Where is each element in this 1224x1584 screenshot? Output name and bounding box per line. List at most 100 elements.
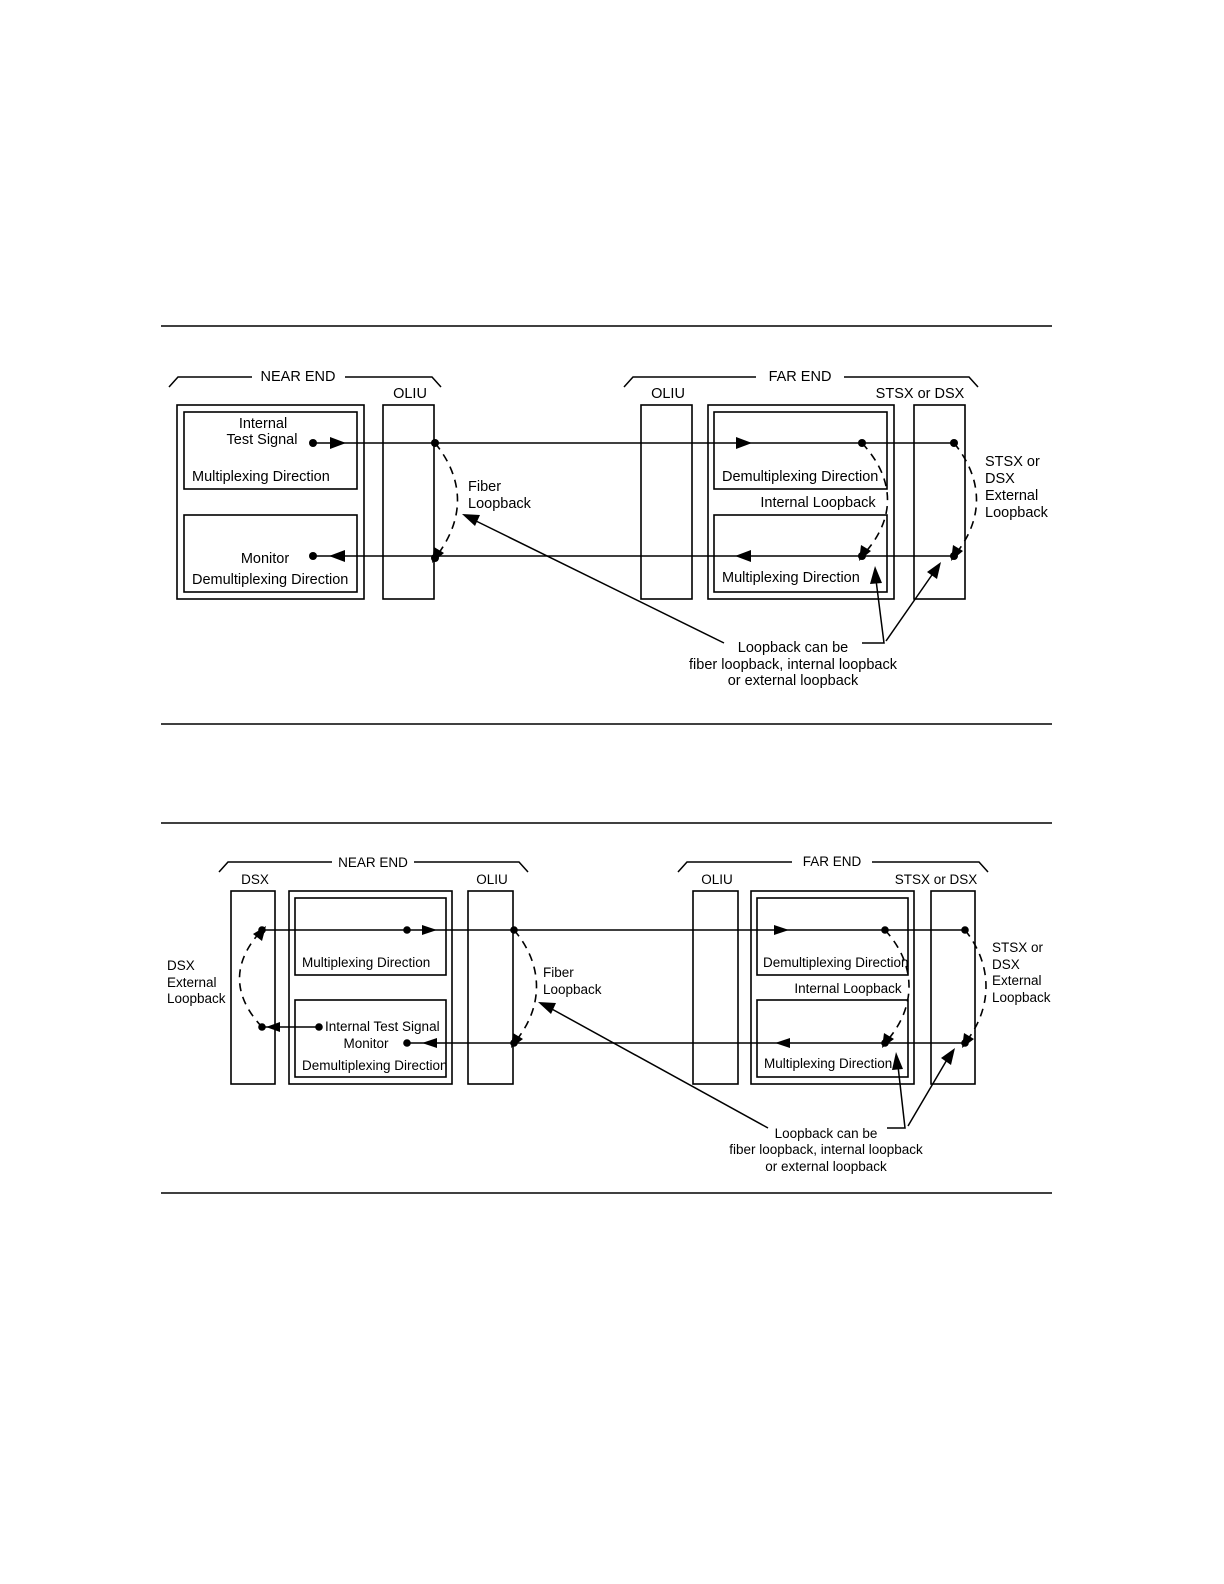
internal-loopback-curve [861,442,889,557]
far-mux-box [713,514,888,593]
figure-1: NEAR END FAR END OLIU OLIU STSX or DSX I… [168,369,1049,689]
arrow-left-far [735,550,751,562]
test-signal-label: Test Signal [227,432,298,448]
ext-label-4: Loopback [985,505,1049,521]
near-demux-direction-label: Demultiplexing Direction [192,572,348,588]
callout-fiber-line [549,1007,769,1129]
dot [403,926,411,934]
far-end-bracket-left [623,376,756,388]
callout-external-arrow [927,562,941,579]
arrow-right-far [774,925,789,935]
dsx-external-loopback-arrow [253,926,266,941]
far-mux-direction-label: Multiplexing Direction [764,1056,892,1071]
ext-label-4: Loopback [992,990,1051,1005]
callout-internal-arrow [892,1052,903,1070]
callout-external-line [885,571,935,642]
monitor-label: Monitor [343,1036,389,1051]
near-mux-direction-label: Multiplexing Direction [192,469,330,485]
ext-label-2: DSX [992,957,1020,972]
far-end-bracket-left [677,861,792,873]
near-end-label: NEAR END [338,855,408,870]
note-line-3: or external loopback [728,673,859,689]
external-loopback-curve [953,442,978,557]
far-oliu-box [640,404,693,600]
arrow-left-test-signal [266,1022,280,1032]
near-mux-box [294,897,447,976]
external-loopback-arrow [951,545,963,561]
near-end-bracket-left [168,376,252,388]
fiber-loopback-arrow [432,547,444,563]
arrow-right-far [736,437,752,449]
dsx-ext-label-2: External [167,975,217,990]
far-demux-direction-label: Demultiplexing Direction [763,955,909,970]
arrow-left-near [422,1038,437,1048]
stsx-dsx-box [930,890,976,1085]
arrow-right-near [330,437,346,449]
fiber-loopback-label: Loopback [543,982,602,997]
near-end-bracket-right [414,861,529,873]
near-mux-direction-label: Multiplexing Direction [302,955,430,970]
fiber-loopback-arrow [511,1033,523,1048]
near-oliu-box [467,890,514,1085]
ext-label-2: DSX [985,471,1015,487]
callout-fiber-arrow [538,1002,556,1014]
dsx-ext-label-3: Loopback [167,991,226,1006]
far-end-box [750,890,915,1085]
far-end-bracket-right [872,861,989,873]
near-end-label: NEAR END [261,369,336,385]
near-end-box [288,890,453,1085]
internal-loopback-label: Internal Loopback [794,981,902,996]
external-loopback-curve [964,929,987,1044]
callout-external-line [907,1057,949,1127]
callout-internal-arrow [870,566,882,584]
ext-label-1: STSX or [992,940,1044,955]
oliu-far-label: OLIU [651,386,685,402]
note-line-1: Loopback can be [775,1126,878,1141]
callout-external-arrow [941,1048,955,1065]
near-end-bracket-right [345,376,442,388]
note-line-3: or external loopback [765,1159,887,1174]
dsx-label: DSX [241,872,269,887]
internal-loopback-arrow [859,545,871,561]
far-end-box [707,404,895,600]
callout-fiber-arrow [462,514,480,526]
far-oliu-box [692,890,739,1085]
internal-test-signal-label: Internal Test Signal [325,1019,440,1034]
far-end-label: FAR END [769,369,832,385]
near-oliu-box [382,404,435,600]
far-demux-direction-label: Demultiplexing Direction [722,469,878,485]
callout-internal-line [887,1065,906,1129]
arrow-left-far [775,1038,790,1048]
far-end-label: FAR END [803,854,862,869]
arrow-right-near [422,925,437,935]
near-demux-box [183,514,358,593]
dsx-external-loopback-curve [238,929,263,1028]
fiber-loopback-curve [513,929,538,1044]
ext-label-3: External [992,973,1042,988]
far-demux-box [713,411,888,490]
dot [403,1039,411,1047]
near-end-box [176,404,365,600]
figure-2: NEAR END FAR END DSX OLIU OLIU STSX or D… [167,854,1051,1174]
ext-label-1: STSX or [985,454,1040,470]
stsx-dsx-header: STSX or DSX [876,386,965,402]
stsx-dsx-box [913,404,966,600]
internal-loopback-arrow [882,1033,894,1048]
far-demux-box [756,897,909,976]
internal-loopback-label: Internal Loopback [760,495,876,511]
far-mux-box [756,999,909,1078]
near-demux-box [294,999,447,1078]
far-end-bracket-right [844,376,979,388]
oliu-near-label: OLIU [476,872,508,887]
internal-loopback-curve [884,929,910,1044]
callout-internal-line [862,579,885,644]
dot [309,439,317,447]
near-end-bracket-left [218,861,332,873]
external-loopback-arrow [962,1033,974,1048]
oliu-far-label: OLIU [701,872,733,887]
fiber-loopback-curve [434,442,459,559]
dsx-ext-label-1: DSX [167,958,195,973]
near-demux-direction-label: Demultiplexing Direction [302,1058,448,1073]
oliu-near-label: OLIU [393,386,427,402]
ext-label-3: External [985,488,1038,504]
